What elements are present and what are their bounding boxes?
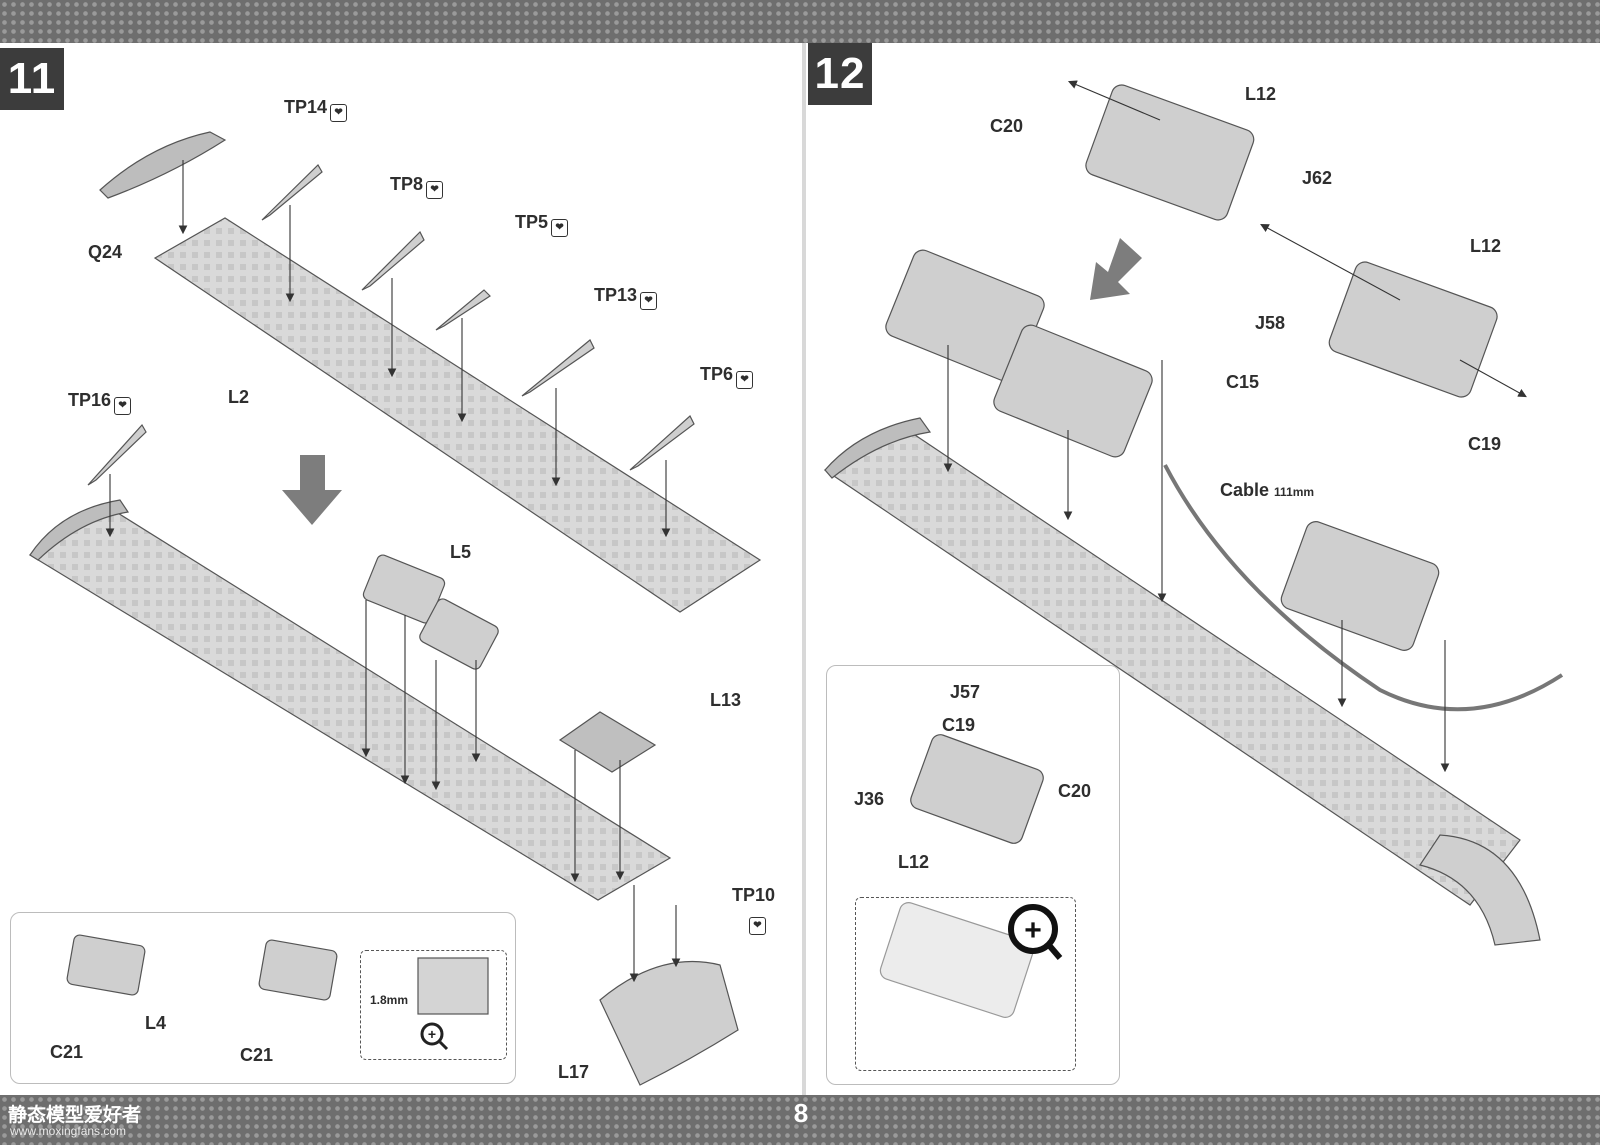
top-texture-band [0,0,1600,43]
bottom-texture-band [0,1095,1600,1145]
label-c19: C19 [1468,434,1502,454]
label-dimension: 1.8mm [370,993,409,1007]
part-l2-frame [153,217,762,613]
label-c21-b: C21 [240,1045,274,1065]
part-l12-ghost [879,902,1035,1018]
label-q24: Q24 [88,242,123,262]
step-11-number: 11 [0,48,64,110]
label-j58: J58 [1255,313,1286,333]
label-tp6: TP6❤ [700,364,754,389]
label-cable: Cable 111mm [1220,480,1315,500]
label-c21-a: C21 [50,1042,84,1062]
broken-heart-icon: ❤ [330,104,348,122]
part-l4-box-b [258,939,338,1001]
label-tp8: TP8❤ [390,174,444,199]
label-j57: J57 [950,682,981,702]
watermark-brand: 静态模型爱好者 [8,1105,142,1126]
label-l5: L5 [450,542,472,562]
label-c15: C15 [1226,372,1260,392]
part-l12-box-inset [910,734,1044,844]
part-tp14 [261,164,323,221]
step-12-detail-inset [826,665,1120,1085]
part-q24 [99,131,227,199]
part-tp13 [521,339,595,397]
label-j62: J62 [1302,168,1333,188]
label-l13: L13 [710,690,742,710]
label-j36: J36 [854,789,885,809]
part-l17-fender [599,960,739,1086]
part-front-fender-step12 [824,417,932,479]
page-number: 8 [793,1098,809,1128]
broken-heart-icon: ❤ [114,397,132,415]
label-l17: L17 [558,1062,590,1082]
part-l12-box-a [1085,84,1255,221]
part-box-e [1280,521,1440,651]
label-tp10-cut: ❤ [746,910,766,935]
broken-heart-icon: ❤ [749,917,766,935]
broken-heart-icon: ❤ [551,219,569,237]
broken-heart-icon: ❤ [426,181,444,199]
broken-heart-icon: ❤ [640,292,658,310]
part-l12-box-b [1328,261,1498,398]
label-l12-a: L12 [1245,84,1277,104]
part-front-fender [29,499,130,561]
label-l2: L2 [228,387,250,407]
label-c20: C20 [990,116,1024,136]
svg-text:+: + [1024,914,1042,947]
magnifier-plus-icon: + [420,1022,449,1051]
part-rear-fender-step12 [1419,834,1541,946]
step-11-zoom-callout [360,950,507,1060]
part-tp6 [629,415,695,471]
watermark-url: www.moxingfans.com [10,1124,127,1138]
part-tp8 [361,230,425,291]
part-tp16 [87,423,147,486]
step-12-zoom-callout [855,897,1076,1071]
step-11-detail-inset [10,912,516,1084]
label-l4: L4 [145,1013,167,1033]
part-l4-box-a [66,934,146,996]
part-box-d [993,324,1153,458]
label-c20-b: C20 [1058,781,1092,801]
label-tp16: TP16❤ [68,390,132,415]
broken-heart-icon: ❤ [736,371,754,389]
part-l13 [558,711,657,773]
part-cable [1163,464,1564,712]
label-l12-b: L12 [1470,236,1502,256]
part-tp5 [435,289,491,331]
label-tp13: TP13❤ [594,285,658,310]
part-lower-frame [28,504,672,901]
part-l5-box-b [419,598,499,670]
label-tp10: TP10 [732,885,776,905]
page-divider [802,43,806,1095]
direction-arrow-icon [282,238,1142,525]
label-c19-b: C19 [942,715,976,735]
part-detail-view [417,957,489,1015]
label-tp5: TP5❤ [515,212,569,237]
svg-text:+: + [428,1026,436,1042]
step-12-number: 12 [808,43,872,105]
label-l12-c: L12 [898,852,930,872]
label-tp14: TP14❤ [284,97,348,122]
